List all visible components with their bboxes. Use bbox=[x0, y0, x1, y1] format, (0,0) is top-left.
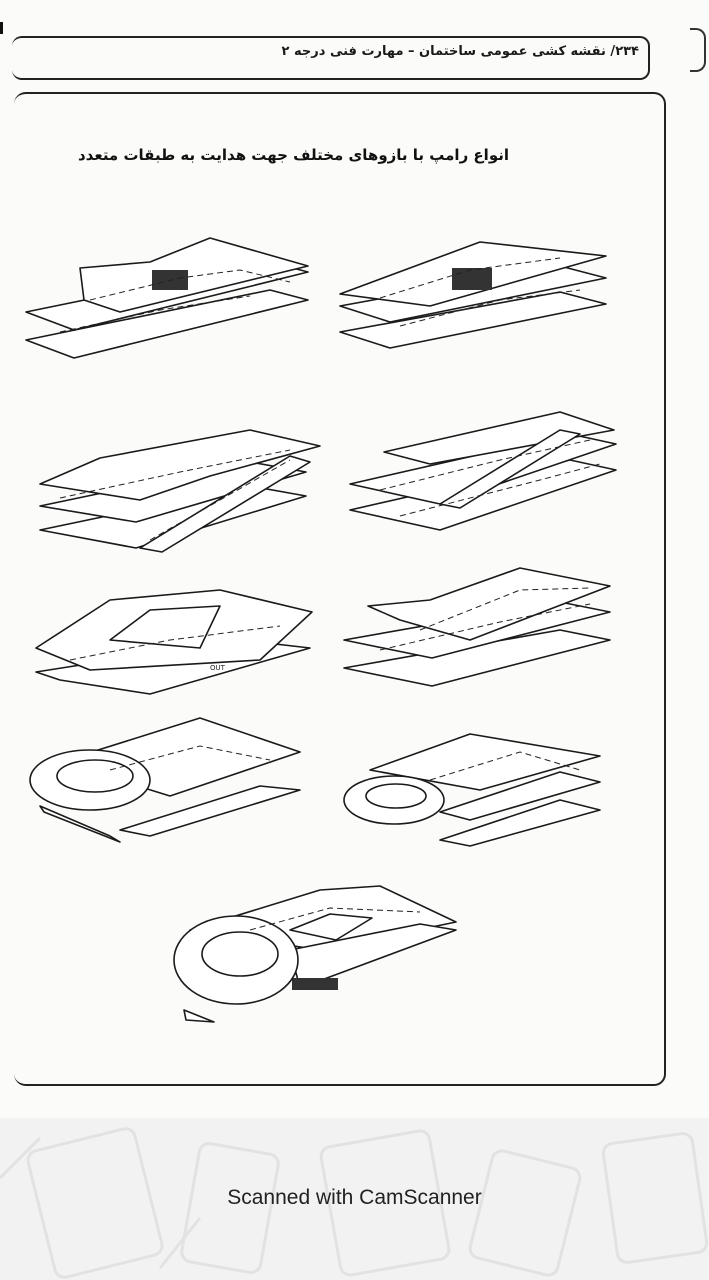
content-frame bbox=[14, 92, 666, 1086]
footer-background-icons bbox=[0, 1127, 709, 1279]
out-label: OUT bbox=[210, 664, 226, 672]
ramp-illustrations: OUT bbox=[25, 237, 617, 1023]
ramp-drawing-6 bbox=[343, 567, 611, 687]
scanner-footer bbox=[0, 1118, 709, 1280]
ramp-drawing-9 bbox=[173, 885, 457, 1023]
scanned-with-label: Scanned with CamScanner bbox=[227, 1186, 482, 1209]
ramp-drawing-5: OUT bbox=[35, 589, 313, 695]
ramp-drawing-7 bbox=[29, 717, 301, 843]
side-bracket bbox=[690, 28, 706, 72]
page-header-box bbox=[12, 36, 650, 80]
ramp-drawing-4 bbox=[349, 411, 617, 531]
ramp-drawing-8 bbox=[343, 733, 601, 847]
ramp-drawing-3 bbox=[39, 429, 321, 553]
ramp-drawing-2 bbox=[339, 241, 607, 349]
ramp-drawing-1 bbox=[25, 237, 309, 359]
corner-mark bbox=[0, 22, 3, 34]
figure-title: انواع رامپ با بازوهای مختلف جهت هدایت به… bbox=[77, 146, 509, 164]
page-header: ۲۳۴/ نقشه کشی عمومی ساختمان – مهارت فنی … bbox=[281, 44, 639, 59]
